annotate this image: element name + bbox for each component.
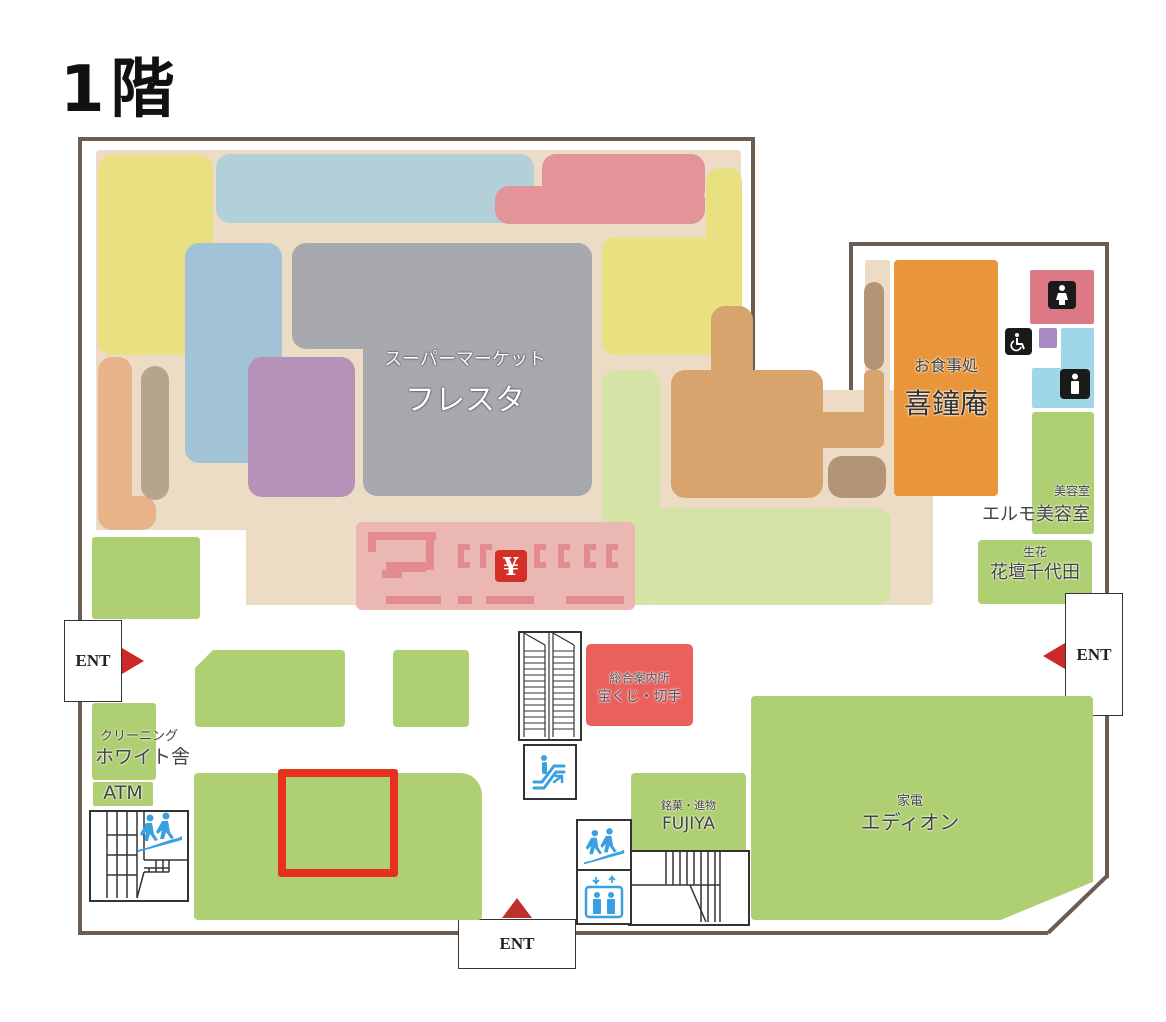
stairs-people-icon-2 (583, 828, 625, 865)
tenant-beauty-salon[interactable] (1032, 412, 1094, 534)
tenant-peach-west-foot (98, 496, 156, 530)
stairs-sign (576, 819, 632, 873)
cleaning-category: クリーニング (100, 729, 179, 744)
tenant-lightblue-north[interactable] (216, 154, 534, 223)
florist-name: 花壇千代田 (990, 562, 1080, 583)
men-toilet-icon (1060, 369, 1090, 399)
stairs-people-icon (138, 812, 182, 852)
tenant-tan-upper (711, 306, 753, 386)
wall-right (1105, 242, 1109, 878)
elevator-icon (584, 875, 624, 919)
escalator-steps-icon (523, 631, 575, 739)
tenant-brown-strip[interactable] (864, 282, 884, 370)
cleaning-name: ホワイト舎 (95, 746, 191, 768)
wall-notch-right (849, 242, 853, 407)
info-line2: 宝くじ・切手 (597, 689, 682, 705)
entrance-south-label: ENT (499, 934, 535, 953)
tenant-cleaning[interactable] (92, 703, 156, 780)
restaurant-category: お食事処 (913, 356, 978, 375)
restaurant-name: 喜鐘庵 (903, 387, 988, 420)
tenant-purple[interactable] (248, 357, 355, 497)
wheelchair-icon (1005, 328, 1032, 355)
tenant-green-center-b[interactable] (393, 650, 469, 727)
floor-title: 1階 (60, 53, 181, 127)
atm-label: ATM (103, 782, 143, 804)
entrance-west[interactable]: ENT (64, 620, 122, 702)
tenant-taupe-west[interactable] (141, 366, 169, 500)
tenant-electronics[interactable] (751, 696, 1093, 920)
cashier-counters-icon (368, 532, 624, 604)
info-line1: 総合案内所 (609, 671, 670, 685)
tenant-pink-north-top (542, 154, 705, 204)
wall-top-notch-right (751, 137, 755, 392)
yen-icon: ¥ (495, 550, 527, 582)
tenant-green-center-a[interactable] (195, 650, 345, 727)
multipurpose-restroom[interactable] (1039, 328, 1057, 348)
electronics-category: 家電 (896, 794, 923, 809)
wall-top-right (849, 242, 1109, 246)
entrance-east-arrow-icon (1043, 643, 1065, 669)
beauty-category: 美容室 (1053, 484, 1090, 498)
entrance-south-arrow-icon (502, 898, 532, 918)
fujiya-name: FUJIYA (662, 814, 715, 834)
florist-category: 生花 (1022, 545, 1047, 559)
information-desk[interactable] (586, 644, 693, 726)
stairs-south-lines-icon (628, 850, 721, 923)
atm[interactable] (93, 782, 153, 806)
tenant-green-west[interactable] (92, 537, 200, 619)
entrance-east-label: ENT (1076, 644, 1112, 664)
yen-icon-glyph: ¥ (502, 551, 520, 581)
escalator-sign (523, 744, 577, 800)
electronics-name: エディオン (860, 810, 960, 834)
tenant-supermarket-body (363, 300, 592, 496)
entrance-west-label: ENT (75, 651, 111, 670)
stairs-west[interactable] (89, 810, 189, 902)
highlight-box (278, 769, 398, 877)
tenant-restaurant[interactable] (894, 260, 998, 496)
beauty-name: エルモ美容室 (982, 504, 1090, 525)
tenant-fujiya[interactable] (631, 773, 746, 853)
supermarket-name: フレスタ (405, 383, 525, 418)
tenant-green-southwest[interactable] (194, 773, 482, 920)
women-toilet-icon (1048, 281, 1076, 309)
tenant-brown-small[interactable] (828, 456, 886, 498)
wall-top-left (78, 137, 755, 141)
wall-left (78, 137, 82, 935)
elevator-sign[interactable] (576, 869, 632, 925)
entrance-west-arrow-icon (122, 648, 144, 674)
stairs-south[interactable] (628, 850, 750, 926)
entrance-east[interactable]: ENT (1065, 593, 1123, 716)
tenant-lightgreen-east-bottom (645, 508, 891, 605)
stairs-west-lines-icon (106, 812, 187, 899)
tenant-tan-right-col (864, 370, 884, 448)
fujiya-category: 銘菓・進物 (661, 799, 716, 812)
escalator-icon (532, 755, 566, 790)
supermarket-category: スーパーマーケット (384, 349, 546, 370)
tenant-tan-right (745, 412, 883, 448)
entrance-south[interactable]: ENT (458, 919, 576, 969)
